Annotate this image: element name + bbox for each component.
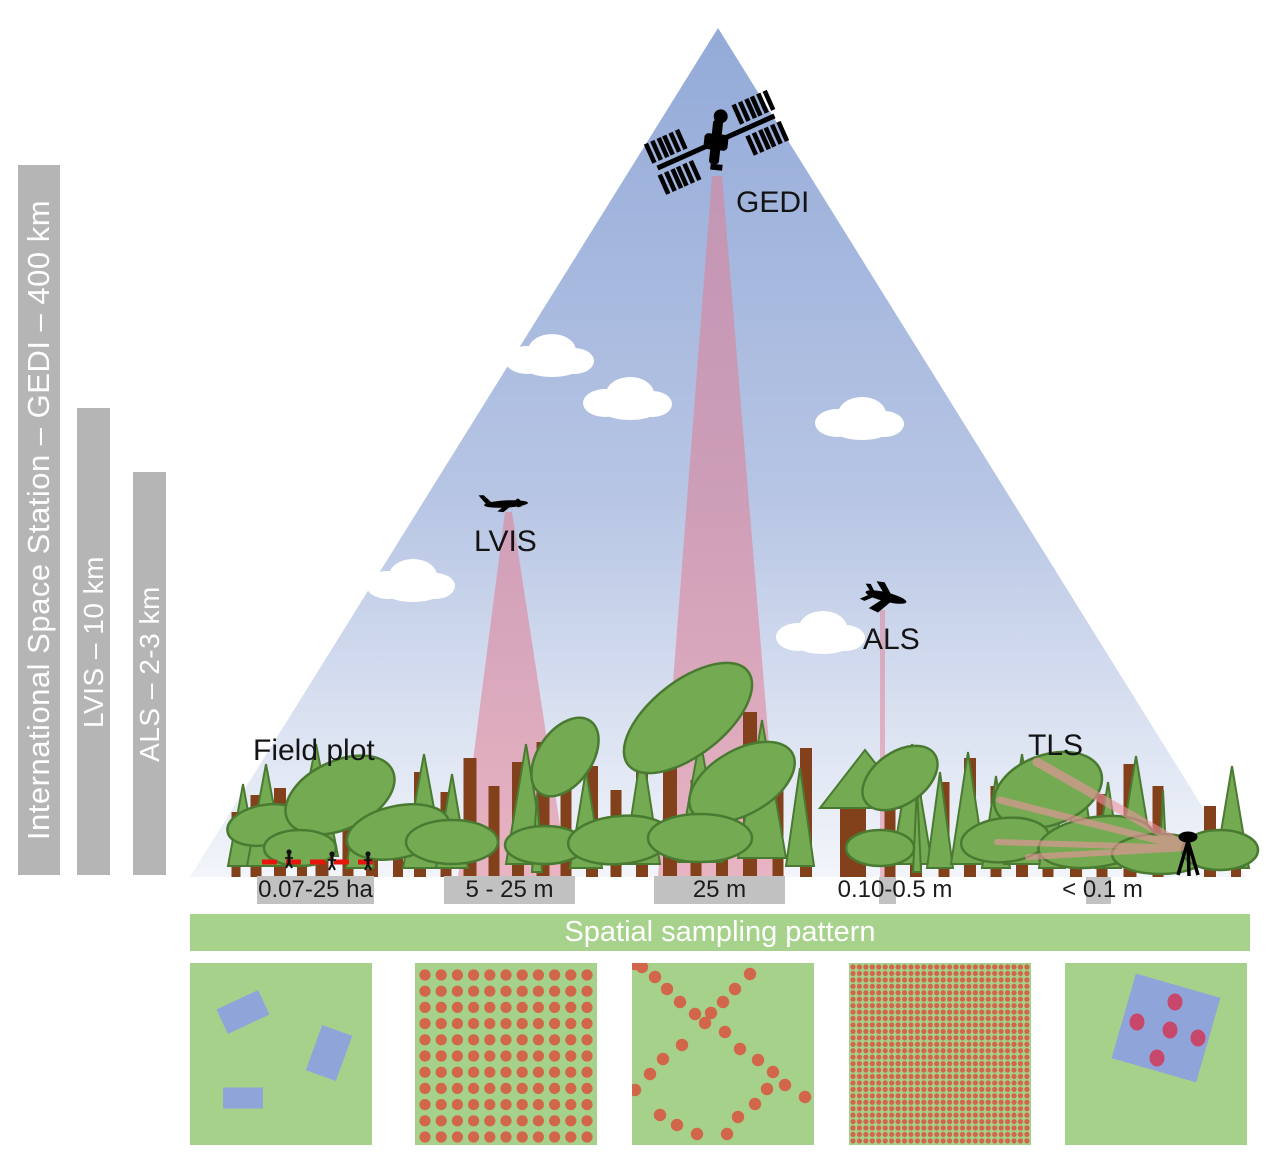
gedi-label: GEDI — [736, 186, 810, 219]
altitude-bar-lvis: LVIS – 10 km — [77, 408, 110, 875]
lvis-plane-icon — [478, 495, 528, 513]
pattern-lvis — [415, 963, 597, 1145]
iss-satellite-icon — [643, 89, 790, 195]
footprint-field-plot: 0.07-25 ha — [257, 876, 374, 904]
cloud-icon — [366, 334, 904, 654]
tls-scan-beams — [994, 757, 1193, 860]
lvis-label: LVIS — [474, 525, 537, 558]
tls-label: TLS — [1028, 729, 1084, 762]
footprint-als-chip — [879, 877, 896, 904]
als-aircraft-icon — [859, 581, 907, 613]
field-plot-label: Field plot — [253, 734, 375, 767]
tls-tripod-icon — [1176, 831, 1200, 877]
pattern-tls — [1065, 963, 1247, 1145]
scene-graphic — [190, 28, 1260, 877]
pattern-als — [849, 963, 1031, 1145]
spatial-sampling-banner-label: Spatial sampling pattern — [564, 916, 876, 948]
footprint-tls: < 0.1 m — [1062, 876, 1143, 903]
footprint-lvis: 5 - 25 m — [444, 876, 575, 904]
altitude-bar-iss-gedi: International Space Station – GEDI – 400… — [18, 165, 60, 875]
spatial-sampling-banner: Spatial sampling pattern — [190, 914, 1250, 951]
footprint-gedi: 25 m — [654, 876, 785, 904]
als-beam — [880, 610, 885, 877]
footprint-tls-chip — [1086, 877, 1111, 904]
pattern-gedi — [632, 963, 814, 1145]
footprint-als: 0.10-0.5 m — [837, 876, 953, 903]
altitude-bar-als: ALS – 2-3 km — [133, 472, 166, 875]
als-label: ALS — [863, 623, 920, 656]
person-icon — [285, 849, 372, 871]
pattern-field-plot — [190, 963, 372, 1145]
